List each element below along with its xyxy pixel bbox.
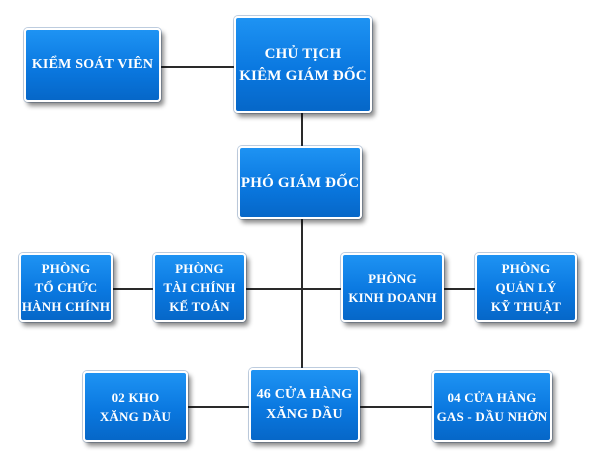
dept-finance-label: PHÒNG TÀI CHÍNH KẾ TOÁN — [163, 261, 236, 314]
unit-fuel-stores-box: 46 CỬA HÀNG XĂNG DẦU — [249, 368, 360, 442]
unit-gas-stores-label: 04 CỬA HÀNG GAS - DẦU NHỜN — [436, 389, 548, 424]
dept-finance-box: PHÒNG TÀI CHÍNH KẾ TOÁN — [153, 253, 246, 322]
deputy-director-label: PHÓ GIÁM ĐỐC — [240, 174, 360, 191]
unit-gas-stores-box: 04 CỬA HÀNG GAS - DẦU NHỜN — [432, 371, 552, 442]
unit-fuel-stores-label: 46 CỬA HÀNG XĂNG DẦU — [256, 387, 353, 422]
dept-admin-label: PHÒNG TỔ CHỨC HÀNH CHÍNH — [21, 261, 111, 314]
connector-controller-chairman — [160, 66, 235, 68]
connector-chairman-deputy — [301, 112, 303, 146]
unit-warehouses-label: 02 KHO XĂNG DẦU — [99, 389, 172, 424]
deputy-director-box: PHÓ GIÁM ĐỐC — [238, 146, 362, 219]
dept-business-box: PHÒNG KINH DOANH — [341, 253, 444, 322]
controller-label: KIỂM SOÁT VIÊN — [31, 57, 154, 72]
dept-admin-box: PHÒNG TỔ CHỨC HÀNH CHÍNH — [19, 253, 113, 322]
chairman-box: CHỦ TỊCH KIÊM GIÁM ĐỐC — [234, 16, 372, 113]
connector-departments-row — [113, 288, 476, 290]
dept-technical-box: PHÒNG QUẢN LÝ KỸ THUẬT — [475, 253, 577, 322]
chairman-label: CHỦ TỊCH KIÊM GIÁM ĐỐC — [239, 45, 367, 84]
connector-deputy-trunk — [301, 218, 303, 368]
dept-business-label: PHÒNG KINH DOANH — [348, 270, 437, 305]
unit-warehouses-box: 02 KHO XĂNG DẦU — [83, 371, 188, 442]
controller-box: KIỂM SOÁT VIÊN — [24, 28, 161, 102]
dept-technical-label: PHÒNG QUẢN LÝ KỸ THUẬT — [490, 261, 562, 314]
